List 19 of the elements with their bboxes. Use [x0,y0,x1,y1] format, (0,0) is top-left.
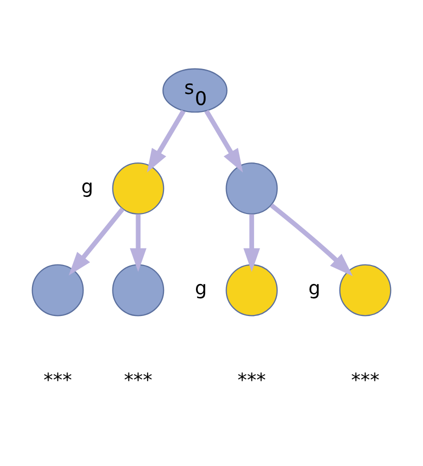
node-circle [226,162,278,215]
node-label: *** [238,369,266,392]
node-label: g [194,278,207,300]
arrow [146,110,186,172]
arrow [130,214,146,272]
arrow [204,110,243,172]
node-label: *** [124,369,152,392]
node-circle [339,264,392,316]
node-label: *** [44,369,72,392]
node-circle [112,162,164,215]
node-label: *** [351,369,380,392]
arrow [243,214,260,272]
node-circle [112,264,164,316]
node-label: g [308,278,320,300]
arrow [270,203,353,276]
arrow [68,207,124,276]
node-circle [32,264,84,316]
node-label: g [81,176,94,198]
node-circle [226,264,278,316]
